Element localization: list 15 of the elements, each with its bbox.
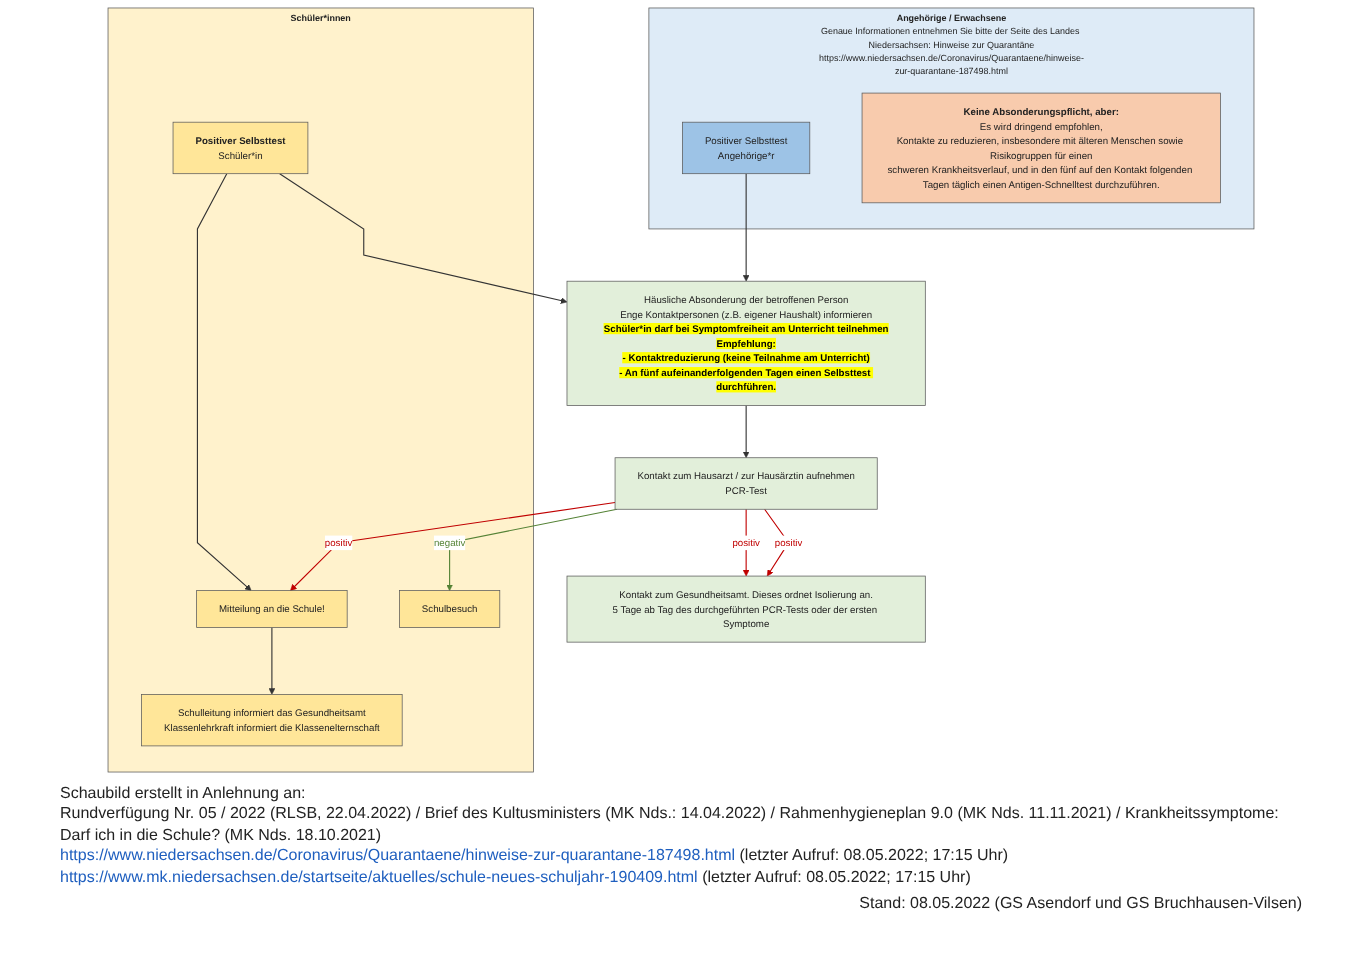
source-link: https://www.niedersachsen.de/Coronavirus/Quarantaene/hinweise-zur-quarantane-187498.html: [60, 846, 736, 865]
arrow: [742, 508, 750, 577]
source-link: https://www.mk.niedersachsen.de/startseite/aktuelles/schule-neues-schuljahr-190409.html: [60, 867, 698, 886]
arrow: [279, 173, 568, 304]
note-text: Schaubild erstellt in Anlehnung an:: [60, 784, 308, 805]
arrow: [742, 404, 750, 459]
arrow: [196, 173, 252, 591]
note-text: Rundverfügung Nr. 05 / 2022 (RLSB, 22.04.2022) / Brief des Kultusministers (MK Nds.: 14.04.2022) / Rahmenhygieneplan 9.0 (MK Nds. 11.11.2021) / Krankheitssymptome: Darf ich in die Schule? (MK Nds. 18.10.2021): [60, 804, 1281, 847]
arrow: [446, 508, 618, 591]
access-date: (letzter Aufruf: 08.05.2022; 17:15 Uhr): [702, 867, 971, 886]
arrow: [290, 501, 616, 591]
arrow: [742, 173, 750, 282]
arrow: [268, 627, 276, 695]
status-note: Stand: 08.05.2022 (GS Asendorf und GS Bruchhausen-Vilsen): [857, 893, 1302, 915]
access-date: (letzter Aufruf: 08.05.2022; 17:15 Uhr): [739, 846, 1009, 865]
